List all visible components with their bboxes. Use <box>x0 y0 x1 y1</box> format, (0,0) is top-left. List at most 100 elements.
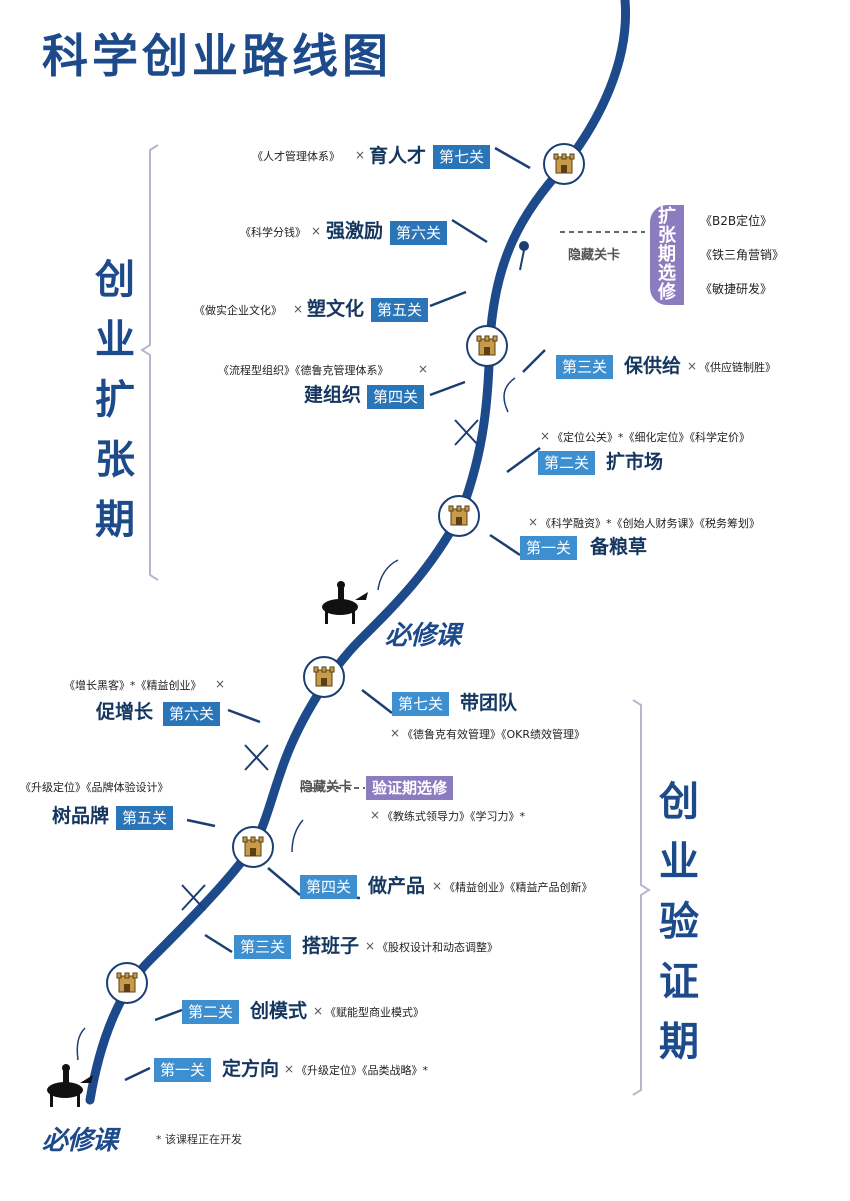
required-course-label-bottom: 必修课 <box>42 1126 118 1156</box>
elective-item: 《B2B定位》 <box>700 214 773 228</box>
cross-mark: × <box>313 1004 324 1018</box>
phase-char: 业 <box>659 839 699 885</box>
stage-badge[interactable]: 第三关 <box>234 935 292 959</box>
stage-books: 《科学融资》*《创始人财务课》《税务筹划》 <box>540 517 760 530</box>
castle-icon-7 <box>543 143 585 185</box>
cross-mark: × <box>215 677 226 691</box>
validation-bracket <box>632 699 651 1096</box>
stage-books: 《科学分钱》 <box>240 226 306 239</box>
phase-char: 创 <box>659 779 699 825</box>
castle-icon-v4 <box>232 826 274 868</box>
stage-badge[interactable]: 第七关 <box>433 145 491 169</box>
phase-char: 验 <box>659 899 699 945</box>
stage-books: 《供应链制胜》 <box>699 361 776 374</box>
stage-books: 《升级定位》《品牌体验设计》 <box>20 781 169 794</box>
elective-char: 修 <box>658 282 676 303</box>
cross-mark: × <box>390 726 401 740</box>
validation-elective-badge[interactable]: 验证期选修 <box>366 776 454 800</box>
stage-badge[interactable]: 第三关 <box>556 355 614 379</box>
stage-badge[interactable]: 第一关 <box>520 536 578 560</box>
cross-mark: × <box>687 359 698 373</box>
stage-action: 建组织 <box>304 384 362 406</box>
stage-action: 扩市场 <box>606 451 664 473</box>
cross-mark: × <box>540 429 551 443</box>
stage-books: 《精益创业》《精益产品创新》 <box>444 881 593 894</box>
stage-badge[interactable]: 第六关 <box>390 221 448 245</box>
cross-mark: × <box>311 224 322 238</box>
horse-rider-icon-bottom <box>47 1064 93 1107</box>
stage-badge[interactable]: 第四关 <box>300 875 358 899</box>
stage-action: 带团队 <box>460 692 518 714</box>
stage-books: 《定位公关》*《细化定位》《科学定价》 <box>552 431 750 444</box>
page-title: 科学创业路线图 <box>42 29 392 83</box>
road-path <box>85 0 631 1105</box>
stage-books: 《升级定位》《品类战略》* <box>296 1064 428 1077</box>
stage-books: 《德鲁克有效管理》《OKR绩效管理》 <box>402 728 586 741</box>
stage-books: 《股权设计和动态调整》 <box>377 941 498 954</box>
swords-icon-1 <box>454 419 479 446</box>
phase-char: 证 <box>659 959 699 1005</box>
phase-expansion: 创 业 扩 张 期 <box>92 250 138 550</box>
stage-action: 搭班子 <box>302 935 360 957</box>
swords-icon-2 <box>244 744 269 771</box>
elective-char: 选 <box>658 263 676 284</box>
expansion-elective-box[interactable]: 扩 张 期 选 修 <box>650 205 684 305</box>
castle-icon-v2 <box>106 962 148 1004</box>
stage-badge[interactable]: 第五关 <box>116 806 174 830</box>
stage-badge[interactable]: 第六关 <box>163 702 221 726</box>
elective-item: 《铁三角营销》 <box>700 248 785 262</box>
elective-char: 扩 <box>658 206 676 227</box>
stage-action: 做产品 <box>368 875 426 897</box>
stage-badge[interactable]: 第四关 <box>367 385 425 409</box>
phase-char: 期 <box>659 1019 699 1065</box>
cross-mark: × <box>528 515 539 529</box>
horse-rider-icon-top <box>322 581 368 624</box>
expansion-bracket <box>140 144 159 581</box>
stage-action: 创模式 <box>250 1000 308 1022</box>
cross-mark: × <box>355 148 366 162</box>
hidden-level-label: 隐藏关卡 <box>568 248 621 263</box>
cross-mark: × <box>365 939 376 953</box>
cross-mark: × <box>418 362 429 376</box>
stage-action: 保供给 <box>624 355 682 377</box>
phase-char: 期 <box>95 497 135 543</box>
phase-char: 扩 <box>95 377 135 423</box>
stage-action: 塑文化 <box>307 298 365 320</box>
stage-badge[interactable]: 第五关 <box>371 298 429 322</box>
stage-books: 《教练式领导力》《学习力》* <box>382 810 525 823</box>
castle-icon-1 <box>438 495 480 537</box>
stage-action: 备粮草 <box>590 536 648 558</box>
phase-char: 张 <box>95 437 135 483</box>
phase-validation: 创 业 验 证 期 <box>656 772 702 1072</box>
required-course-label-top: 必修课 <box>385 621 461 651</box>
stage-books: 《增长黑客》*《精益创业》 <box>64 679 202 692</box>
swords-icon-3 <box>181 884 206 911</box>
elective-char: 张 <box>658 225 676 246</box>
elective-char: 期 <box>658 244 676 265</box>
stage-books: 《做实企业文化》 <box>194 304 282 317</box>
castle-icon-5 <box>466 325 508 367</box>
stage-action: 促增长 <box>96 701 154 723</box>
cross-mark: × <box>293 302 304 316</box>
elective-item: 《敏捷研发》 <box>700 282 773 296</box>
stage-badge[interactable]: 第二关 <box>182 1000 240 1024</box>
phase-char: 创 <box>95 257 135 303</box>
castle-icon-v7 <box>303 656 345 698</box>
torch-icon <box>519 241 529 271</box>
phase-char: 业 <box>95 317 135 363</box>
footnote: * 该课程正在开发 <box>156 1133 242 1146</box>
cross-mark: × <box>284 1062 295 1076</box>
stage-badge[interactable]: 第二关 <box>538 451 596 475</box>
stage-action: 定方向 <box>222 1058 280 1080</box>
stage-badge[interactable]: 第七关 <box>392 692 450 716</box>
cross-mark: × <box>370 808 381 822</box>
stage-badge[interactable]: 第一关 <box>154 1058 212 1082</box>
stage-books: 《赋能型商业模式》 <box>325 1006 424 1019</box>
stage-action: 强激励 <box>326 220 384 242</box>
stage-books: 《流程型组织》《德鲁克管理体系》 <box>218 364 389 377</box>
cross-mark: × <box>432 879 443 893</box>
stage-action: 树品牌 <box>52 805 110 827</box>
stage-books: 《人才管理体系》 <box>252 150 340 163</box>
